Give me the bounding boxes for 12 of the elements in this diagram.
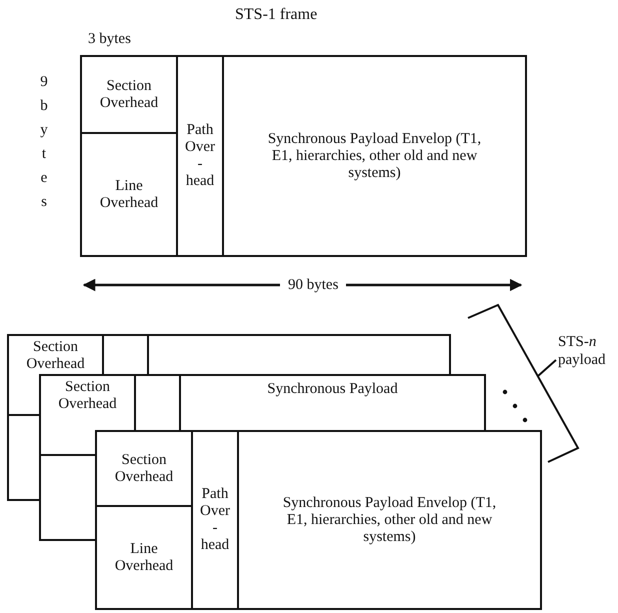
dimension-label: 3 bytes — [88, 30, 131, 48]
frame-text: Section Overhead — [8, 339, 103, 373]
frame-text: Synchronous Payload — [180, 381, 485, 399]
dimension-label: 9 bytes — [40, 73, 48, 212]
frame-text: Section Overhead — [40, 379, 135, 413]
frame-box — [95, 430, 540, 608]
diagram-title: STS-1 frame — [235, 6, 318, 24]
frame-box — [80, 55, 525, 255]
group-label: STS-n payload — [558, 333, 606, 369]
payload-cell: Synchronous Payload Envelop (T1, E1, hierarchies, other old and new systems) — [237, 430, 542, 610]
payload-cell: Synchronous Payload Envelop (T1, E1, hierarchies, other old and new systems) — [222, 55, 527, 257]
dimension-label: 90 bytes — [280, 276, 346, 294]
